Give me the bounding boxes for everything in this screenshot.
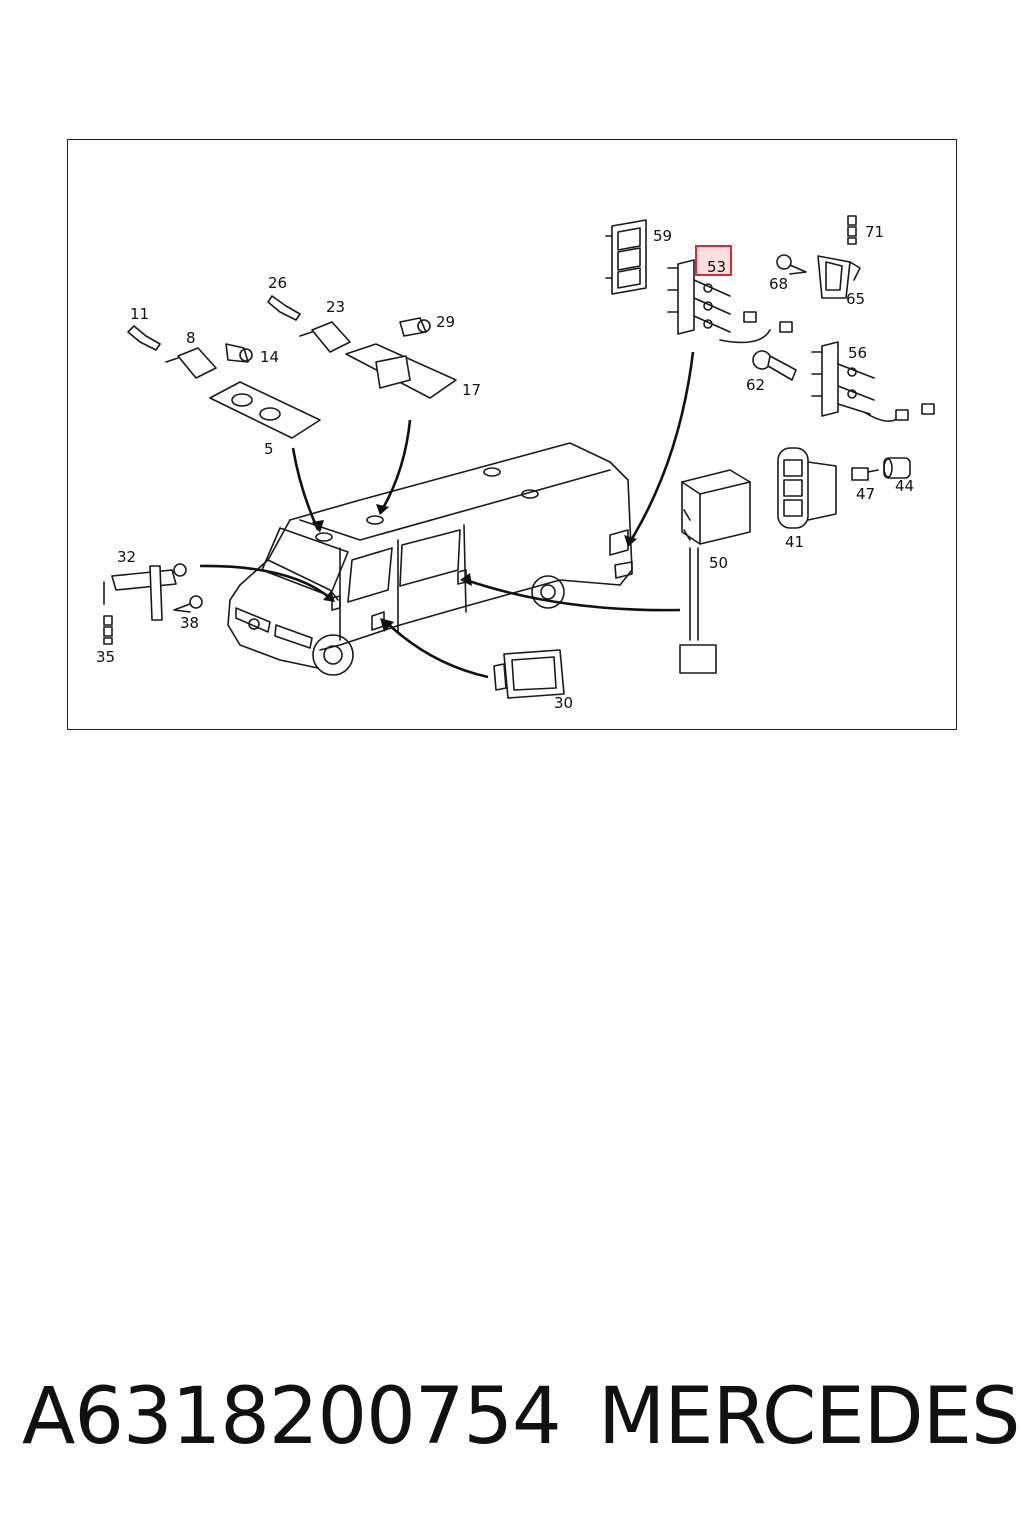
callout-56: 56 <box>848 344 867 362</box>
callout-50: 50 <box>709 554 728 572</box>
callout-labels: 71 59 53 68 65 26 23 29 11 8 14 17 56 62… <box>96 223 914 712</box>
callout-14: 14 <box>260 348 279 366</box>
part-59 <box>605 219 647 295</box>
part-50 <box>679 469 751 674</box>
callout-29: 29 <box>436 313 455 331</box>
footer: A6318200754 MERCEDES <box>0 1372 1024 1472</box>
part-41 <box>777 447 837 529</box>
highlight-box-53 <box>695 245 732 276</box>
part-29 <box>399 317 431 337</box>
part-47 <box>851 467 879 481</box>
callout-26: 26 <box>268 274 287 292</box>
callout-44: 44 <box>895 477 914 495</box>
part-number: A6318200754 <box>22 1372 562 1462</box>
callout-35: 35 <box>96 648 115 666</box>
callout-30: 30 <box>554 694 573 712</box>
callout-68: 68 <box>769 275 788 293</box>
part-5 <box>209 381 321 439</box>
callout-65: 65 <box>846 290 865 308</box>
callout-59: 59 <box>653 227 672 245</box>
part-11 <box>127 325 161 351</box>
parts-diagram: 71 59 53 68 65 26 23 29 11 8 14 17 56 62… <box>96 215 935 712</box>
part-44 <box>883 457 911 479</box>
part-14 <box>225 343 253 363</box>
diagram-frame <box>67 139 957 730</box>
part-38 <box>173 595 203 613</box>
part-65 <box>817 255 861 299</box>
callout-53: 53 <box>707 258 726 276</box>
part-17 <box>345 343 457 399</box>
callout-47: 47 <box>856 485 875 503</box>
callout-32: 32 <box>117 548 136 566</box>
callout-17: 17 <box>462 381 481 399</box>
part-30 <box>493 649 565 699</box>
part-71 <box>847 215 857 245</box>
callout-62: 62 <box>746 376 765 394</box>
part-62 <box>752 350 797 381</box>
part-53 <box>667 259 793 344</box>
pointer-arrows <box>199 351 695 679</box>
part-23 <box>299 321 351 353</box>
brand-name: MERCEDES <box>598 1372 1020 1462</box>
callout-8: 8 <box>186 329 196 347</box>
callout-38: 38 <box>180 614 199 632</box>
callout-71: 71 <box>865 223 884 241</box>
callout-5: 5 <box>264 440 274 458</box>
callout-23: 23 <box>326 298 345 316</box>
part-56 <box>811 341 935 422</box>
part-32 <box>103 563 187 621</box>
van-illustration <box>227 442 633 676</box>
part-35 <box>103 615 113 645</box>
callout-41: 41 <box>785 533 804 551</box>
part-68 <box>776 254 807 275</box>
callout-11: 11 <box>130 305 149 323</box>
part-26 <box>267 295 301 321</box>
part-8 <box>165 347 217 379</box>
